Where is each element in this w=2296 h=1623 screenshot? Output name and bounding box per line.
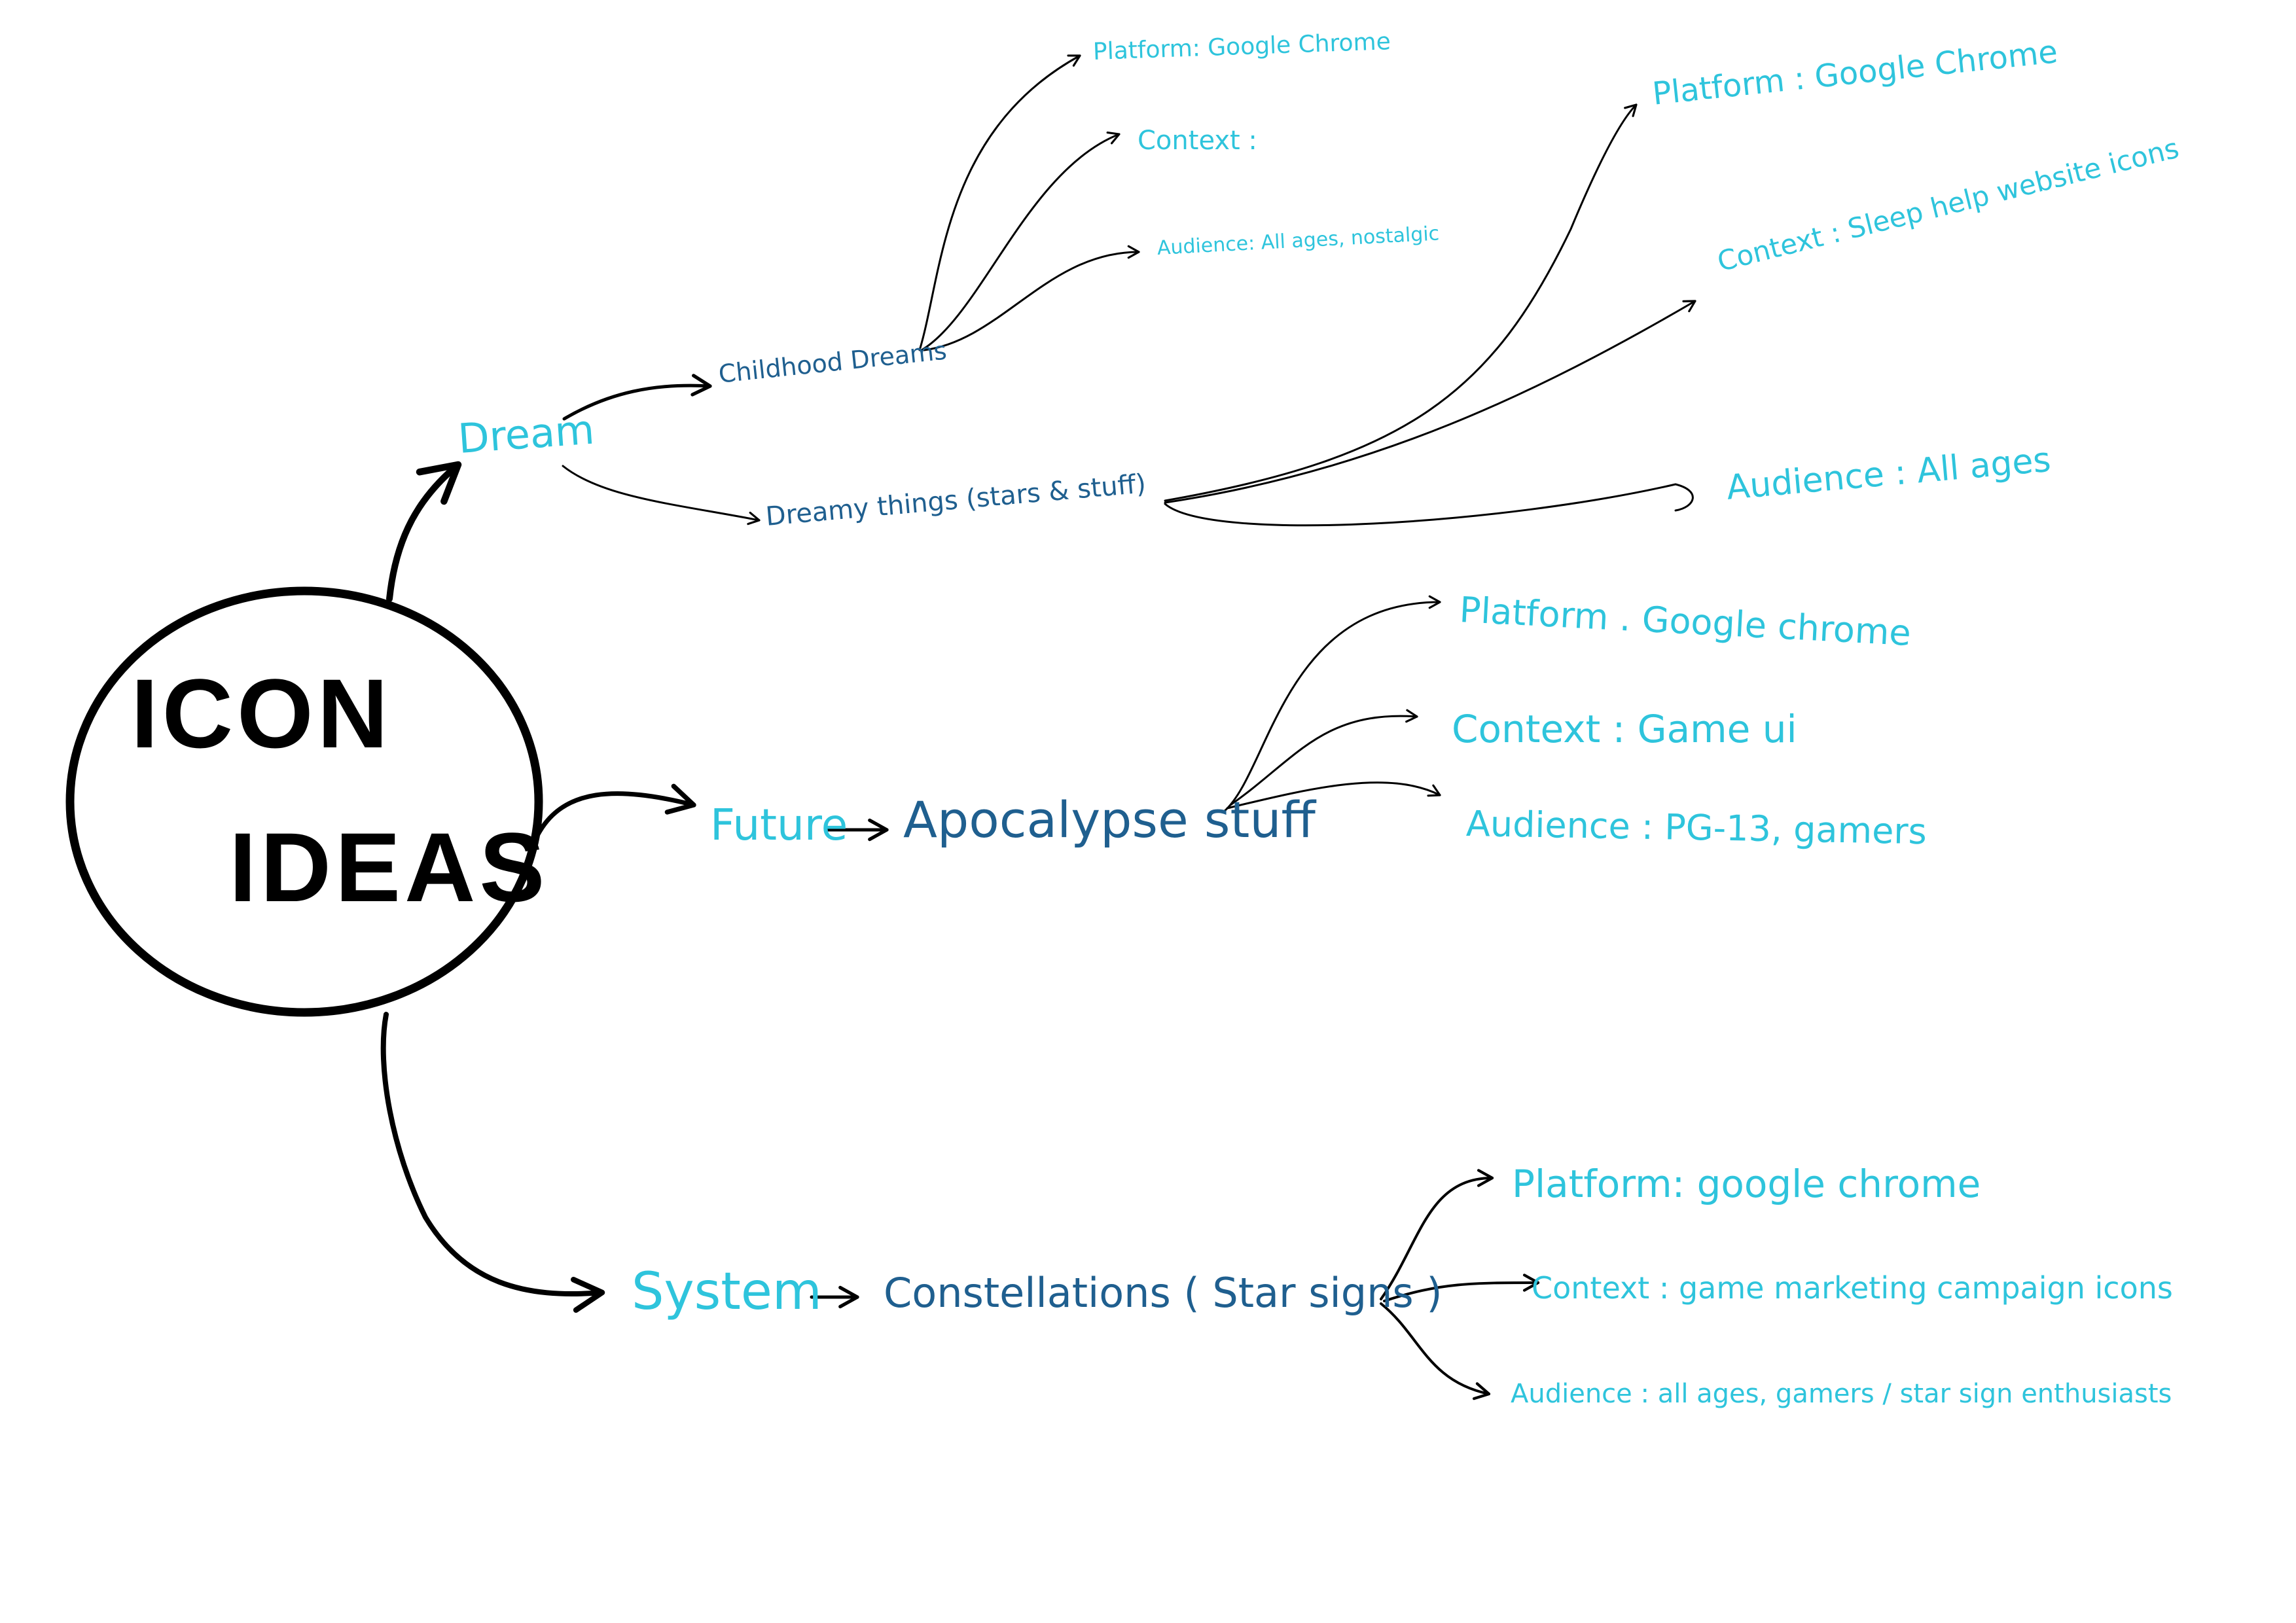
connector-dreamy-context bbox=[1164, 300, 1696, 504]
connector-apocalypse-context bbox=[1229, 709, 1418, 806]
apocalypse-audience: Audience : PG-13, gamers bbox=[1465, 803, 1928, 853]
subtopic-constellations: Constellations ( Star signs ) bbox=[884, 1269, 1443, 1317]
connector-dreamy-audience bbox=[1164, 483, 1694, 527]
constellations-audience: Audience : all ages, gamers / star sign … bbox=[1511, 1379, 2172, 1409]
connector-dream-dreamy bbox=[562, 465, 761, 526]
connector-center-system bbox=[380, 1012, 605, 1313]
connector-center-dream bbox=[386, 461, 462, 602]
connector-childhood-context bbox=[920, 132, 1121, 351]
topic-dream: Dream bbox=[456, 405, 596, 463]
connector-constellations-audience bbox=[1380, 1302, 1491, 1400]
topic-system: System bbox=[632, 1262, 822, 1321]
connector-childhood-audience bbox=[923, 245, 1140, 351]
center-ellipse bbox=[65, 586, 543, 1017]
apocalypse-context: Context : Game ui bbox=[1452, 707, 1797, 751]
center-title-line-1: ICON bbox=[131, 658, 392, 768]
connector-constellations-context bbox=[1383, 1274, 1540, 1302]
connector-apocalypse-audience bbox=[1226, 781, 1441, 810]
connector-dream-childhood bbox=[562, 374, 712, 421]
connector-constellations-platform bbox=[1380, 1169, 1494, 1300]
connector-dreamy-platform bbox=[1164, 103, 1638, 502]
connector-center-future bbox=[535, 783, 696, 837]
connector-childhood-platform bbox=[918, 54, 1081, 351]
constellations-platform: Platform: google chrome bbox=[1512, 1162, 1981, 1206]
center-title-line-2: IDEAS bbox=[229, 812, 549, 922]
connector-apocalypse-platform bbox=[1223, 595, 1441, 813]
subtopic-apocalypse-stuff: Apocalypse stuff bbox=[903, 791, 1316, 849]
topic-future: Future bbox=[710, 800, 848, 850]
constellations-context: Context : game marketing campaign icons bbox=[1532, 1270, 2173, 1306]
childhood-context: Context : bbox=[1138, 126, 1257, 156]
